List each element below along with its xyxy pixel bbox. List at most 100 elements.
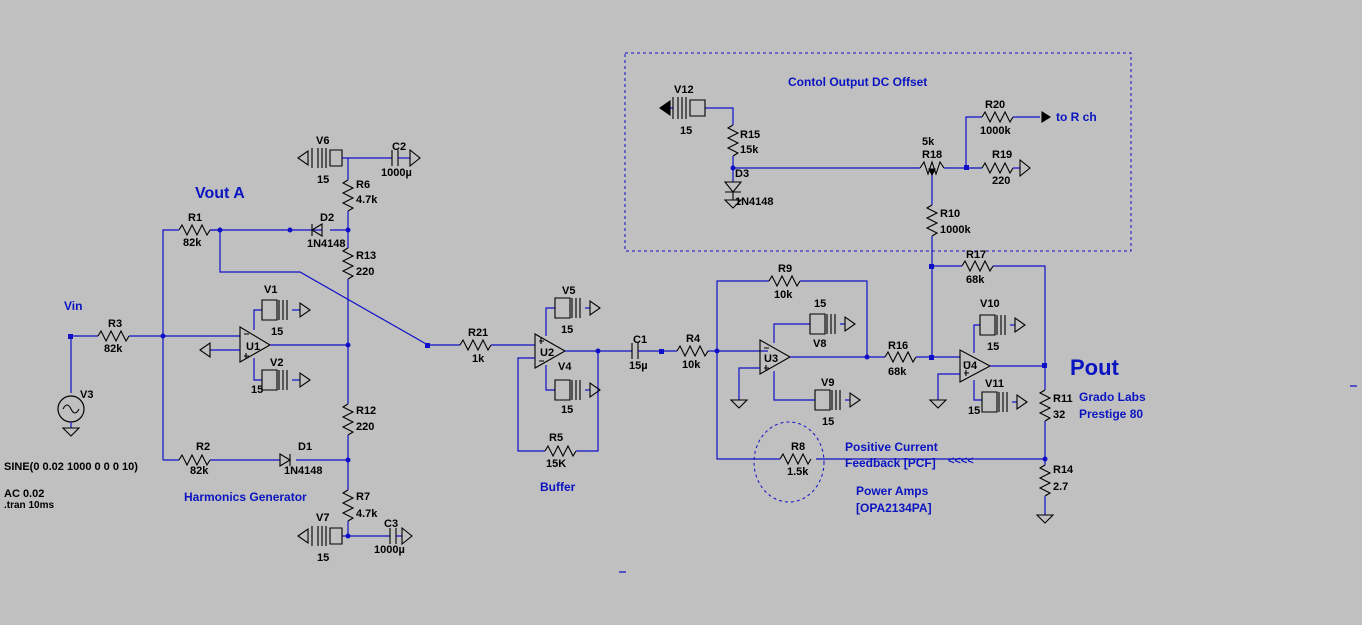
r2-resistor[interactable] — [178, 453, 211, 467]
v6-name: V6 — [316, 135, 329, 147]
pcf-line1: Positive Current — [845, 440, 938, 454]
r21-resistor[interactable] — [459, 338, 492, 352]
v4-battery[interactable] — [554, 379, 581, 401]
u2-opamp[interactable] — [534, 333, 567, 369]
c3-value: 1000µ — [374, 544, 405, 556]
dc-offset-box — [624, 52, 1132, 252]
r8-highlight-circle — [753, 421, 825, 503]
c2-value: 1000µ — [381, 167, 412, 179]
v6-value: 15 — [317, 174, 329, 186]
c1-name: C1 — [633, 334, 647, 346]
r12-name: R12 — [356, 405, 376, 417]
v3-name: V3 — [80, 389, 93, 401]
v8-value: 15 — [814, 298, 826, 310]
r4-resistor[interactable] — [676, 344, 709, 358]
r7-name: R7 — [356, 491, 370, 503]
d1-name: D1 — [298, 441, 312, 453]
r14-resistor[interactable] — [1038, 464, 1052, 497]
u1-opamp[interactable] — [239, 326, 272, 363]
harmonics-label: Harmonics Generator — [184, 490, 307, 504]
v6-battery[interactable] — [311, 148, 343, 168]
power-amps-line2: [OPA2134PA] — [856, 501, 932, 515]
d3-diode[interactable] — [723, 181, 743, 200]
r3-name: R3 — [108, 318, 122, 330]
r16-resistor[interactable] — [884, 350, 917, 364]
r17-value: 68k — [966, 274, 985, 286]
r21-name: R21 — [468, 327, 488, 339]
v2-value: 15 — [251, 384, 263, 396]
r21-value: 1k — [472, 353, 485, 365]
r9-value: 10k — [774, 289, 793, 301]
v5-name: V5 — [562, 285, 575, 297]
r17-resistor[interactable] — [961, 259, 994, 273]
v10-value: 15 — [987, 341, 999, 353]
v7-value: 15 — [317, 552, 329, 564]
r6-name: R6 — [356, 179, 370, 191]
source-line1: SINE(0 0.02 1000 0 0 0 10) — [4, 461, 138, 473]
r7-resistor[interactable] — [341, 489, 355, 522]
u4-name: U4 — [963, 360, 978, 372]
v4-name: V4 — [558, 361, 572, 373]
d2-diode[interactable] — [310, 223, 323, 237]
r16-name: R16 — [888, 340, 908, 352]
d2-name: D2 — [320, 212, 334, 224]
v10-battery[interactable] — [979, 314, 1006, 336]
r2-name: R2 — [196, 441, 210, 453]
c3-capacitor[interactable] — [389, 528, 397, 544]
v7-battery[interactable] — [311, 526, 343, 546]
r18-name: R18 — [922, 149, 942, 161]
r3-resistor[interactable] — [97, 329, 130, 343]
r11-resistor[interactable] — [1038, 389, 1052, 422]
v11-battery[interactable] — [981, 391, 1008, 413]
r5-name: R5 — [549, 432, 563, 444]
r1-resistor[interactable] — [178, 223, 211, 237]
v7-name: V7 — [316, 512, 329, 524]
vin-label: Vin — [64, 299, 82, 313]
r14-name: R14 — [1053, 464, 1074, 476]
u3-opamp[interactable] — [759, 339, 792, 375]
r1-name: R1 — [188, 212, 202, 224]
vout-a-label: Vout A — [195, 185, 245, 202]
r5-resistor[interactable] — [544, 444, 577, 458]
u4-opamp[interactable] — [959, 349, 992, 383]
r9-resistor[interactable] — [768, 274, 801, 288]
v4-value: 15 — [561, 404, 573, 416]
r17-name: R17 — [966, 249, 986, 261]
r20-value: 1000k — [980, 125, 1011, 137]
r8-name: R8 — [791, 441, 805, 453]
r18-potentiometer[interactable] — [919, 160, 945, 176]
r9-name: R9 — [778, 263, 792, 275]
v8-battery[interactable] — [809, 313, 836, 335]
r16-value: 68k — [888, 366, 907, 378]
v10-name: V10 — [980, 298, 1000, 310]
r8-resistor[interactable] — [779, 452, 812, 466]
r11-value: 32 — [1053, 409, 1065, 421]
r13-resistor[interactable] — [341, 247, 355, 280]
v11-name: V11 — [985, 378, 1004, 390]
r19-resistor[interactable] — [981, 161, 1014, 175]
v2-battery[interactable] — [261, 369, 288, 391]
r10-value: 1000k — [940, 224, 971, 236]
r20-resistor[interactable] — [981, 110, 1014, 124]
r13-value: 220 — [356, 266, 374, 278]
r10-resistor[interactable] — [925, 204, 939, 237]
r12-resistor[interactable] — [341, 403, 355, 436]
r2-value: 82k — [190, 465, 209, 477]
r6-resistor[interactable] — [341, 179, 355, 212]
r19-name: R19 — [992, 149, 1012, 161]
d1-value: 1N4148 — [284, 465, 323, 477]
v1-battery[interactable] — [261, 299, 288, 321]
v9-battery[interactable] — [814, 389, 841, 411]
c3-name: C3 — [384, 518, 398, 530]
load-line2: Prestige 80 — [1079, 407, 1143, 421]
d1-diode[interactable] — [279, 453, 292, 467]
r3-value: 82k — [104, 343, 123, 355]
load-line1: Grado Labs — [1079, 390, 1146, 404]
v5-battery[interactable] — [554, 297, 581, 319]
pcf-line2: Feedback [PCF] — [845, 456, 936, 470]
v12-battery[interactable] — [659, 97, 734, 125]
r15-resistor[interactable] — [726, 124, 740, 157]
buffer-label: Buffer — [540, 480, 576, 494]
r4-name: R4 — [686, 333, 701, 345]
